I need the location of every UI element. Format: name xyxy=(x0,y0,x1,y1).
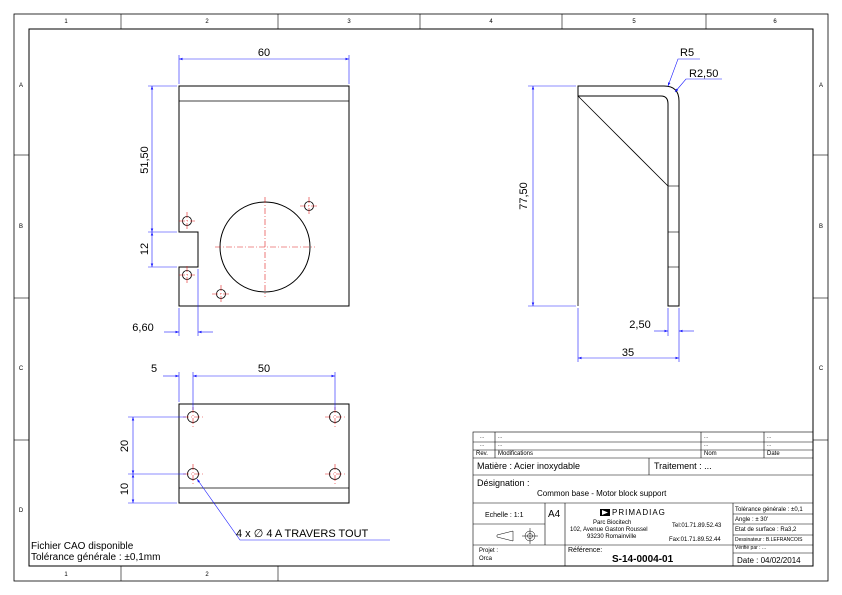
sheet-frame xyxy=(13,13,829,582)
side-view-dimensions xyxy=(528,58,722,362)
material-field: Matière : Acier inoxydable xyxy=(477,461,581,471)
dim-radius-r5: R5 xyxy=(680,47,694,59)
designation-value: Common base - Motor block support xyxy=(537,489,667,498)
angle-tolerance-field: Angle : ± 30' xyxy=(735,517,769,523)
row-label-a-right: A xyxy=(819,83,823,89)
company-name: Parc Biocitech xyxy=(593,520,632,526)
date-header: Date xyxy=(767,451,780,457)
col-label-6-top: 6 xyxy=(773,19,777,25)
bottom-view-dimensions xyxy=(128,372,390,541)
col-label-2-bottom: 2 xyxy=(205,572,209,578)
col-label-4-top: 4 xyxy=(489,19,493,25)
front-view-outline xyxy=(178,85,350,307)
sheet-format: A4 xyxy=(548,509,561,520)
dim-width-60: 60 xyxy=(258,47,270,59)
surface-finish-field: Etat de surface : Ra3,2 xyxy=(735,527,797,533)
row-label-b-left: B xyxy=(19,224,23,230)
company-fax: Fax:01.71.89.52.44 xyxy=(669,537,721,543)
front-view: 60 51,50 12 6,60 xyxy=(132,47,350,336)
dim-notch-depth-6-60: 6,60 xyxy=(132,322,153,334)
dim-hole-y-20: 20 xyxy=(119,440,131,452)
front-view-centerlines xyxy=(179,197,318,303)
rev-row-2-modification: ... xyxy=(498,442,503,448)
reference-value: S-14-0004-01 xyxy=(612,554,674,565)
row-label-d-left: D xyxy=(19,508,24,514)
rev-row-1-nom: ... xyxy=(704,434,709,440)
reference-label: Référence: xyxy=(568,547,603,554)
dim-depth-35: 35 xyxy=(622,347,634,359)
designer-field: Dessinateur : B.LEFRANCOIS xyxy=(735,537,803,543)
drawing-date: Date : 04/02/2014 xyxy=(737,556,801,565)
row-label-c-left: C xyxy=(19,366,24,372)
rev-row-1-date: ... xyxy=(767,434,772,440)
dim-height-77-50: 77,50 xyxy=(518,182,530,210)
project-label: Projet : xyxy=(479,548,499,554)
side-view-outline xyxy=(577,85,680,307)
row-label-c-right: C xyxy=(819,366,824,372)
treatment-field: Traitement : ... xyxy=(654,461,712,471)
title-block-grid xyxy=(472,431,814,567)
col-label-2-top: 2 xyxy=(205,19,209,25)
side-view-gusset xyxy=(577,95,669,187)
company-address-line2: 93230 Romainville xyxy=(587,534,637,540)
modifications-header: Modifications xyxy=(498,451,534,457)
dim-edge-y-10: 10 xyxy=(119,483,131,495)
dim-notch-12: 12 xyxy=(139,243,151,255)
rev-header: Rev. xyxy=(476,451,488,457)
col-label-1-bottom: 1 xyxy=(64,572,68,578)
side-view: R5 R2,50 77,50 2,50 35 xyxy=(518,47,722,362)
verified-by-field: Vérifié par : ... xyxy=(735,545,767,551)
bottom-view-centerlines xyxy=(183,407,345,484)
dim-radius-r2-50: R2,50 xyxy=(689,68,718,80)
company-address-line1: 102, Avenue Gaston Roussel xyxy=(570,527,648,533)
row-label-b-right: B xyxy=(819,224,823,230)
zone-labels: 1 2 3 4 5 6 1 2 A B C D A B C xyxy=(19,19,824,578)
designation-label: Désignation : xyxy=(477,478,530,488)
projection-symbol-icon xyxy=(496,528,538,544)
general-tolerance-field: Tolérance générale : ±0,1 xyxy=(735,507,803,513)
front-view-dimensions xyxy=(148,55,350,336)
rev-row-2-nom: ... xyxy=(704,442,709,448)
hole-callout: 4 x ∅ 4 A TRAVERS TOUT xyxy=(236,528,369,540)
company-logo-text: PRIMADIAG xyxy=(612,508,666,517)
company-logo-icon xyxy=(600,509,610,516)
cad-available-note: Fichier CAO disponible xyxy=(31,541,134,552)
col-label-1-top: 1 xyxy=(64,19,68,25)
dim-spacing-50: 50 xyxy=(258,363,270,375)
rev-row-2-rev: ... xyxy=(480,442,485,448)
company-tel: Tel:01.71.89.52.43 xyxy=(672,523,722,529)
rev-row-2-date: ... xyxy=(767,442,772,448)
dim-offset-5: 5 xyxy=(151,363,157,375)
row-label-a-left: A xyxy=(19,83,23,89)
col-label-5-top: 5 xyxy=(632,19,636,25)
nom-header: Nom xyxy=(704,451,717,457)
bottom-view-outline xyxy=(178,403,350,504)
bottom-view: 5 50 20 10 4 x ∅ 4 A TRAVERS TOUT xyxy=(119,363,390,541)
dim-thickness-2-50: 2,50 xyxy=(629,319,650,331)
rev-row-1-modification: ... xyxy=(498,434,503,440)
scale-field: Echelle : 1:1 xyxy=(485,512,524,519)
col-label-3-top: 3 xyxy=(347,19,351,25)
project-value: Orca xyxy=(479,556,493,562)
dim-height-51-50: 51,50 xyxy=(139,146,151,174)
rev-row-1-rev: ... xyxy=(480,434,485,440)
general-tolerance-note: Tolérance générale : ±0,1mm xyxy=(31,552,161,563)
